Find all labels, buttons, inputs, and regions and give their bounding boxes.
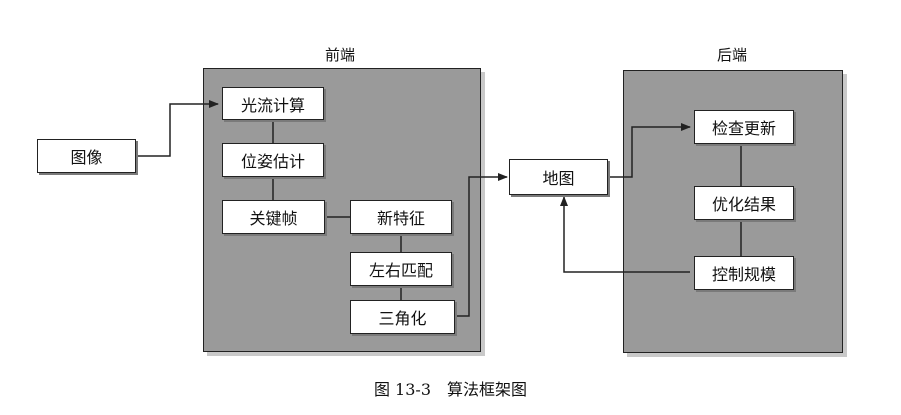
backend-title: 后端 <box>716 46 747 64</box>
control-scale-node: 控制规模 <box>694 256 794 290</box>
pose-estimation-node: 位姿估计 <box>222 143 324 177</box>
frontend-title: 前端 <box>324 46 355 64</box>
stereo-matching-node: 左右匹配 <box>350 252 452 286</box>
image-node: 图像 <box>37 139 136 173</box>
optimize-result-node: 优化结果 <box>694 186 794 220</box>
triangulation-node: 三角化 <box>350 300 455 334</box>
keyframe-node: 关键帧 <box>222 200 325 234</box>
new-features-node: 新特征 <box>350 200 452 234</box>
map-node: 地图 <box>509 159 608 195</box>
optical-flow-node: 光流计算 <box>222 87 324 120</box>
check-update-node: 检查更新 <box>694 110 794 144</box>
figure-caption: 图 13-3 算法框架图 <box>373 380 528 399</box>
